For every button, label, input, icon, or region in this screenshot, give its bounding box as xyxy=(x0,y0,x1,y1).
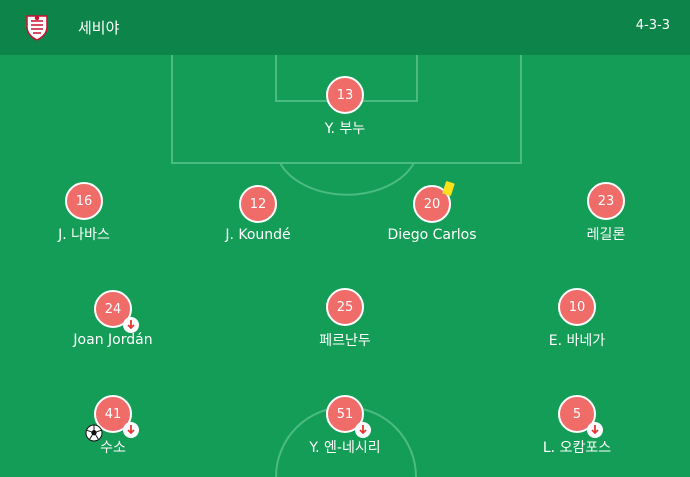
player-name: L. 오캄포스 xyxy=(542,440,612,456)
player-name: 수소 xyxy=(100,440,126,456)
player-number: 23 xyxy=(587,182,625,220)
team-name: 세비야 xyxy=(78,19,120,37)
substitution-out-icon xyxy=(123,422,139,438)
player-name: Y. 부누 xyxy=(324,121,366,137)
substitution-out-icon xyxy=(355,422,371,438)
player-name: 레길론 xyxy=(586,227,626,243)
player-number: 20 xyxy=(413,185,451,223)
substitution-out-icon xyxy=(123,317,139,333)
sevilla-crest-icon xyxy=(26,15,48,41)
player-number: 10 xyxy=(558,288,596,326)
formation-label: 4-3-3 xyxy=(635,18,670,33)
player-name: J. Koundé xyxy=(225,227,291,243)
substitution-out-icon xyxy=(587,422,603,438)
player-name: Joan Jordán xyxy=(73,332,153,348)
player-name: 페르난두 xyxy=(319,333,371,349)
player-name: J. 나바스 xyxy=(58,227,110,243)
goal-ball-icon xyxy=(85,424,103,442)
player-name: Y. 엔-네시리 xyxy=(309,440,381,456)
player-number: 16 xyxy=(65,182,103,220)
team-header: 세비야 4-3-3 xyxy=(0,0,690,55)
player-name: Diego Carlos xyxy=(387,227,477,243)
player-number: 12 xyxy=(239,185,277,223)
player-number: 51 xyxy=(326,395,364,433)
player-name: E. 바네가 xyxy=(548,333,606,349)
player-number: 25 xyxy=(326,288,364,326)
player-number: 13 xyxy=(326,76,364,114)
